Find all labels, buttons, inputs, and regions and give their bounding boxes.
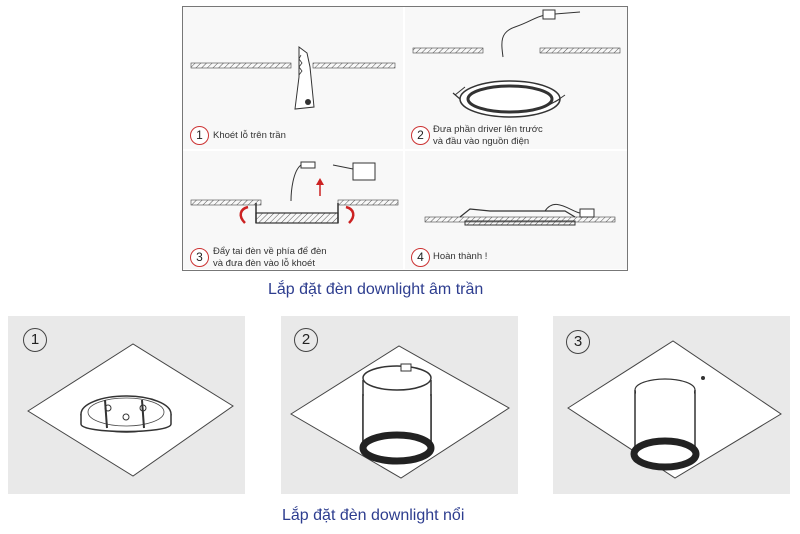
driver-icon — [542, 9, 556, 20]
ceiling-left — [190, 62, 292, 69]
saw-icon — [294, 46, 315, 110]
surface-complete-illustration — [567, 340, 782, 479]
surface-mount-illustration — [290, 345, 510, 479]
completed-illustration — [424, 204, 616, 226]
recessed-step-4-number: 4 — [411, 248, 430, 267]
driver-icon — [579, 208, 595, 218]
cut-hole-illustration — [190, 46, 396, 110]
recessed-step-2-cell — [405, 7, 627, 149]
up-arrow-icon — [316, 178, 324, 185]
surface-step-2-box — [281, 316, 518, 494]
surface-step-3-box — [553, 316, 790, 494]
recessed-step-4-text: Hoàn thành ! — [433, 251, 488, 262]
push-clips-illustration — [190, 161, 399, 224]
recessed-step-1-text: Khoét lỗ trên trần — [213, 130, 286, 141]
recessed-step-3-number: 3 — [190, 248, 209, 267]
surface-step-2-number: 2 — [294, 328, 318, 352]
insert-driver-illustration — [412, 9, 621, 118]
recessed-step-3-cell — [183, 151, 403, 269]
recessed-step-1-number: 1 — [190, 126, 209, 145]
surface-step-1-number: 1 — [23, 328, 47, 352]
recessed-caption: Lắp đặt đèn downlight âm trần — [268, 281, 484, 298]
surface-step-3-number: 3 — [566, 330, 590, 354]
recessed-step-2-number: 2 — [411, 126, 430, 145]
surface-base-illustration — [27, 343, 234, 477]
surface-step-1-box — [8, 316, 245, 494]
curved-arrow-left-icon — [239, 205, 249, 224]
ceiling-right — [312, 62, 396, 69]
recessed-step-4-cell — [405, 151, 627, 269]
curved-arrow-right-icon — [345, 205, 355, 224]
recessed-step-1-cell — [183, 7, 403, 149]
recessed-step-3-text: Đẩy tai đèn về phía để đèn và đưa đèn và… — [213, 246, 327, 269]
recessed-step-2-text: Đưa phần driver lên trước và đầu vào ngu… — [433, 124, 543, 147]
driver-icon — [352, 162, 376, 181]
surface-caption: Lắp đặt đèn downlight nổi — [282, 507, 465, 524]
